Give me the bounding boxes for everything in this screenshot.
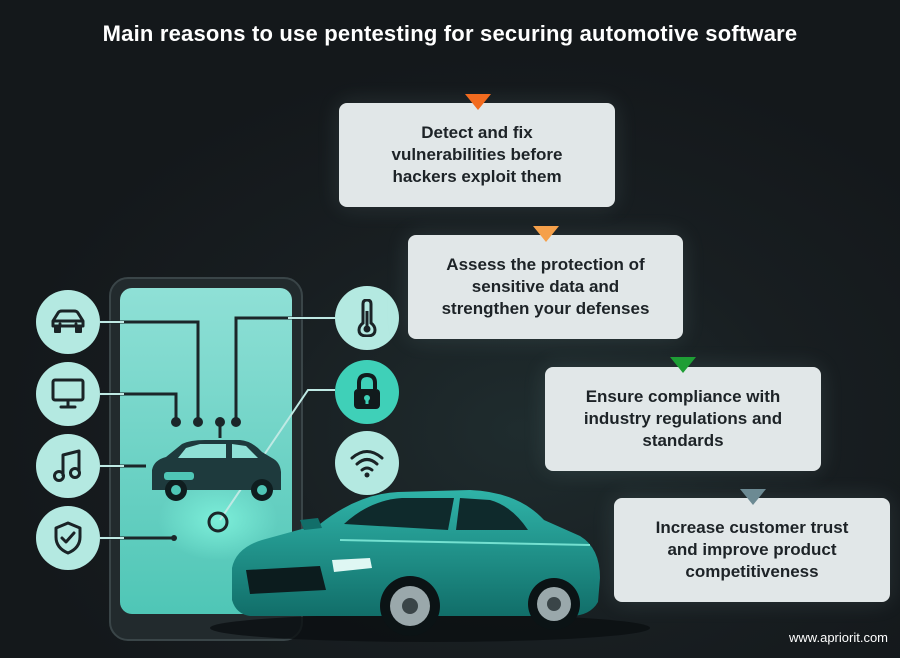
car-on-screen [152,440,281,501]
reason-1-line-2: vulnerabilities before [391,145,563,164]
reason-3-line-3: standards [642,431,724,450]
connector-node [207,511,229,533]
reason-box-1: Detect and fix vulnerabilities before ha… [339,103,615,207]
reason-1-line-1: Detect and fix [421,123,533,142]
reason-1-marker [465,94,491,110]
reason-3-line-1: Ensure compliance with [585,387,781,406]
reason-box-3: Ensure compliance with industry regulati… [545,367,821,471]
reason-2-marker [533,226,559,242]
reason-4-line-3: competitiveness [685,562,819,581]
page-title: Main reasons to use pentesting for secur… [102,21,798,46]
reason-box-2: Assess the protection of sensitive data … [408,235,683,339]
monitor-icon [36,362,100,426]
connector-dots [171,417,241,541]
music-note-icon [36,434,100,498]
reason-2-line-1: Assess the protection of [446,255,645,274]
thermometer-icon [335,286,399,350]
reason-3-marker [670,357,696,373]
reason-2-line-3: strengthen your defenses [441,299,650,318]
reason-4-line-1: Increase customer trust [655,518,849,537]
reason-3-line-2: industry regulations and [583,409,783,428]
wifi-icon [335,431,399,495]
footer-url: www.apriorit.com [789,630,888,645]
shield-check-icon [36,506,100,570]
reason-4-marker [740,489,766,505]
reason-1-line-3: hackers exploit them [392,167,562,186]
lock-icon [335,360,399,424]
reason-2-line-2: sensitive data and [471,277,620,296]
car-illustration [210,490,650,642]
reason-4-line-2: and improve product [667,540,837,559]
car-icon [36,290,100,354]
reason-box-4: Increase customer trust and improve prod… [614,498,890,602]
